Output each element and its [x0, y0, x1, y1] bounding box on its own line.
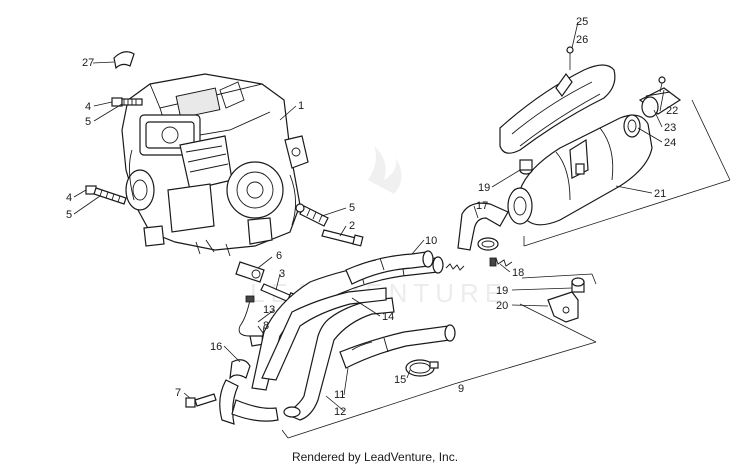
callout-17: 17: [476, 200, 488, 212]
callout-19-upper: 19: [478, 182, 490, 194]
footer-credit: Rendered by LeadVenture, Inc.: [291, 450, 459, 464]
clamp-15[interactable]: [405, 359, 439, 377]
gasket-24[interactable]: [623, 114, 641, 138]
flange-nut-6[interactable]: [235, 261, 265, 283]
callout-3: 3: [279, 268, 285, 280]
callout-4-upper: 4: [85, 101, 91, 113]
callout-7: 7: [175, 387, 181, 399]
callout-8: 8: [263, 320, 269, 332]
bolt-2[interactable]: [321, 229, 364, 247]
callout-25: 25: [576, 16, 588, 28]
callout-5-lower: 5: [66, 209, 72, 221]
callout-4-lower: 4: [66, 192, 72, 204]
callout-13: 13: [263, 304, 275, 316]
callout-10: 10: [425, 235, 437, 247]
callout-15: 15: [394, 374, 406, 386]
callout-5-upper: 5: [85, 116, 91, 128]
heat-shield-25[interactable]: [499, 64, 616, 154]
callout-19-lower: 19: [496, 285, 508, 297]
front-pipe-16[interactable]: [219, 359, 279, 425]
header-pipe-upper[interactable]: [261, 287, 387, 381]
spring-18[interactable]: [489, 257, 513, 267]
callout-26: 26: [576, 34, 588, 46]
grommet-19-upper[interactable]: [519, 159, 533, 175]
stud-lower[interactable]: [85, 185, 127, 205]
grommet-19-lower[interactable]: [571, 277, 585, 293]
callout-9: 9: [458, 383, 464, 395]
callout-14: 14: [382, 311, 394, 323]
pipe-spring[interactable]: [445, 263, 465, 271]
connector-pipe-10[interactable]: [345, 250, 434, 285]
callout-21: 21: [654, 188, 666, 200]
callout-27: 27: [82, 57, 94, 69]
muffler-21[interactable]: [507, 114, 653, 226]
callout-5-right: 5: [349, 202, 355, 214]
gasket-27[interactable]: [113, 51, 135, 70]
callout-20: 20: [496, 300, 508, 312]
callout-12: 12: [334, 406, 346, 418]
callout-16: 16: [210, 341, 222, 353]
stud-upper[interactable]: [111, 97, 143, 107]
callout-11: 11: [334, 389, 345, 401]
spark-arrester[interactable]: [638, 87, 682, 118]
screw-26[interactable]: [566, 46, 574, 70]
bolt-7[interactable]: [185, 393, 217, 408]
callout-2: 2: [349, 220, 355, 232]
callout-24: 24: [664, 137, 676, 149]
bracket-20[interactable]: [547, 291, 579, 323]
connector-pipe-11[interactable]: [339, 324, 456, 369]
screw-22[interactable]: [658, 76, 666, 93]
engine-assembly[interactable]: [121, 73, 309, 257]
callout-18: 18: [512, 267, 524, 279]
stud-right[interactable]: [295, 203, 329, 227]
callout-23: 23: [664, 122, 676, 134]
callout-1: 1: [298, 100, 304, 112]
leader-lines: [73, 21, 731, 439]
callout-labels: 27 4 5 4 5 1 5 2 6 3 13 8 16 7 11 12 14 …: [66, 16, 678, 418]
callout-6: 6: [276, 250, 282, 262]
inlet-pipe-17[interactable]: [457, 202, 509, 251]
callout-22: 22: [666, 105, 678, 117]
